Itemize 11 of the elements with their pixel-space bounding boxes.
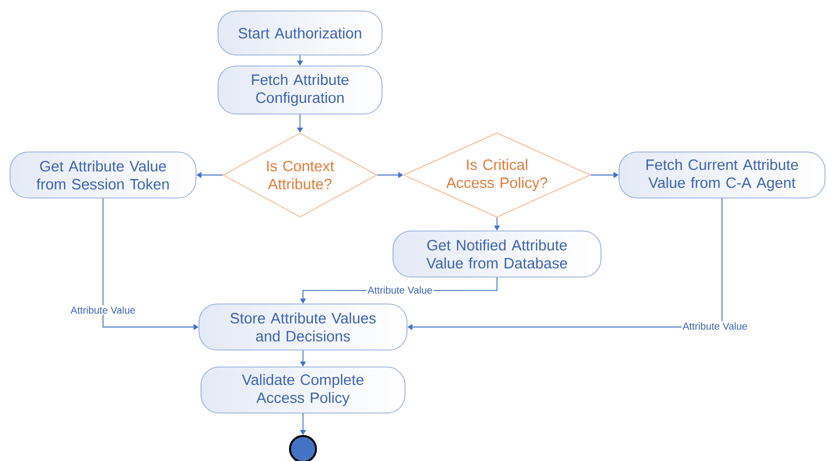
process-box: Get Attribute Value from Session Token <box>10 152 196 198</box>
process-box: Get Notified Attribute Value from Database <box>392 230 602 278</box>
edge-label: Attribute Value <box>682 321 748 331</box>
edge-label: Attribute Value <box>70 305 136 315</box>
edge-label: Attribute Value <box>366 285 434 295</box>
process-box: Fetch Current Attribute Value from C-A Agent <box>618 152 826 198</box>
process-box: Validate Complete Access Policy <box>200 366 406 414</box>
process-box: Fetch Attribute Configuration <box>218 66 382 114</box>
process-box: Store Attribute Values and Decisions <box>198 304 408 350</box>
process-box: Start Authorization <box>218 10 382 56</box>
end-circle <box>289 435 317 461</box>
